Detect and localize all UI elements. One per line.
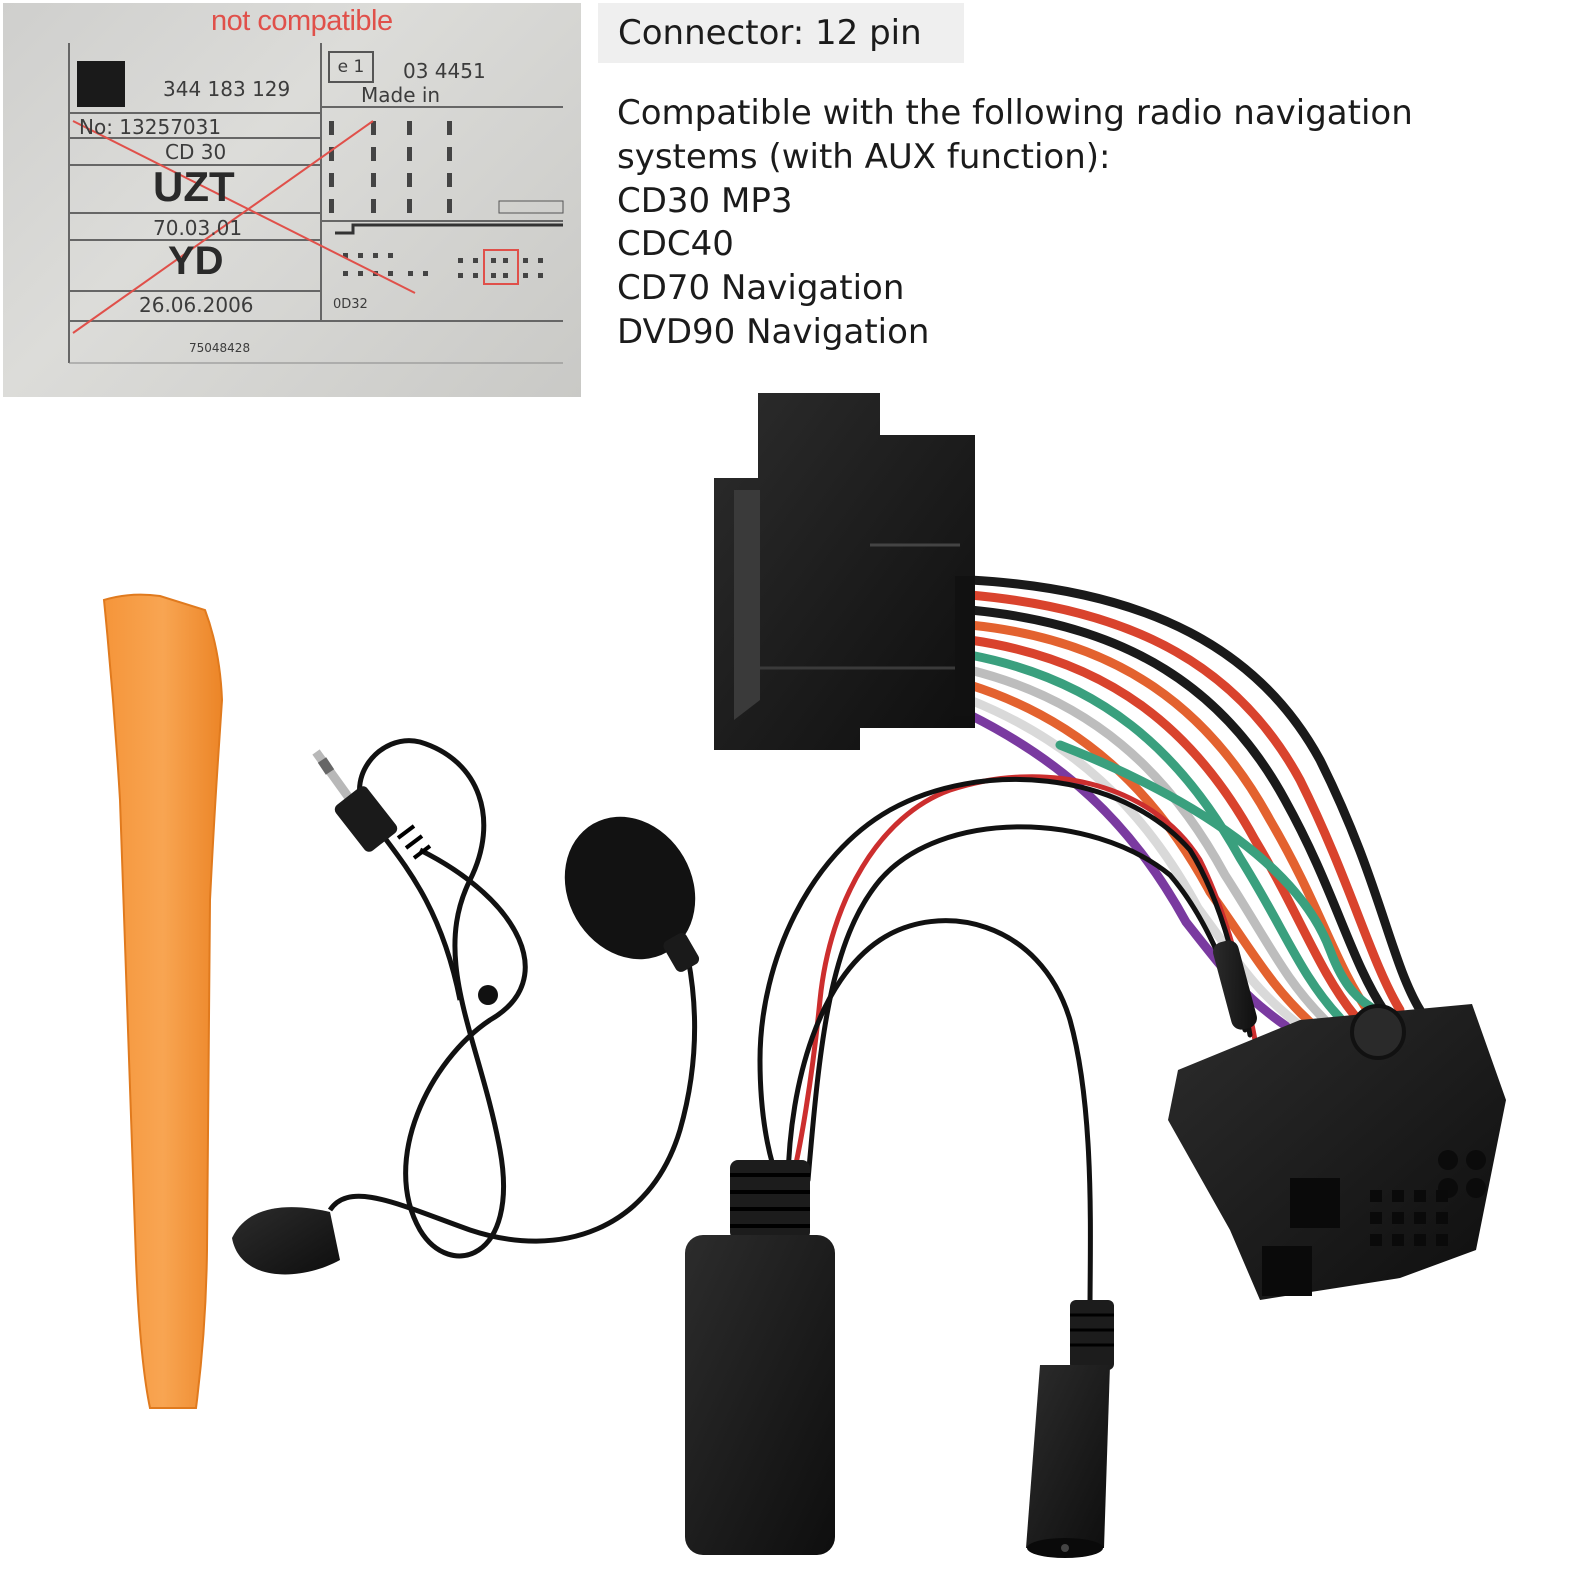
connector-spec: Connector: 12 pin	[598, 3, 964, 63]
microphone	[232, 816, 700, 1275]
compat-intro-line-1: Compatible with the following radio navi…	[617, 93, 1413, 133]
bluetooth-module	[685, 1160, 835, 1555]
compatibility-list: Compatible with the following radio navi…	[617, 92, 1517, 355]
made-in: Made in	[361, 83, 441, 107]
compat-model: CD30 MP3	[617, 180, 793, 221]
serial-number: No: 13257031	[79, 115, 222, 139]
radio-connector-top	[714, 393, 975, 750]
sub-code: 0D32	[333, 297, 368, 312]
compat-intro-line-2: systems (with AUX function):	[617, 136, 1111, 177]
cert-code: 03 4451	[403, 59, 486, 83]
region-code: YD	[168, 239, 224, 283]
manufacture-date: 26.06.2006	[139, 293, 254, 317]
part-number: 344 183 129	[163, 77, 291, 101]
label-grid	[68, 43, 564, 364]
wire-harness	[965, 575, 1425, 1031]
model-name: CD 30	[165, 140, 227, 164]
aux-plug-cable	[312, 738, 528, 1259]
radio-label-photo: not compatible 344 183 129 e 1 03 4451 M…	[3, 3, 581, 397]
pry-tool	[102, 593, 224, 1409]
approval-mark: e 1	[328, 51, 374, 83]
aux-jack	[1026, 1300, 1114, 1558]
footer-code: 75048428	[189, 341, 251, 355]
compat-model: CDC40	[617, 224, 734, 265]
not-compatible-warning: not compatible	[211, 5, 393, 37]
compat-model: DVD90 Navigation	[617, 311, 930, 352]
variant-code: UZT	[153, 163, 235, 210]
compat-model: CD70 Navigation	[617, 268, 905, 309]
cable-sleeve	[1213, 940, 1257, 1030]
radio-connector-bottom	[1168, 1004, 1506, 1300]
date-code: 70.03.01	[153, 216, 243, 240]
signal-cables	[757, 774, 1258, 1313]
